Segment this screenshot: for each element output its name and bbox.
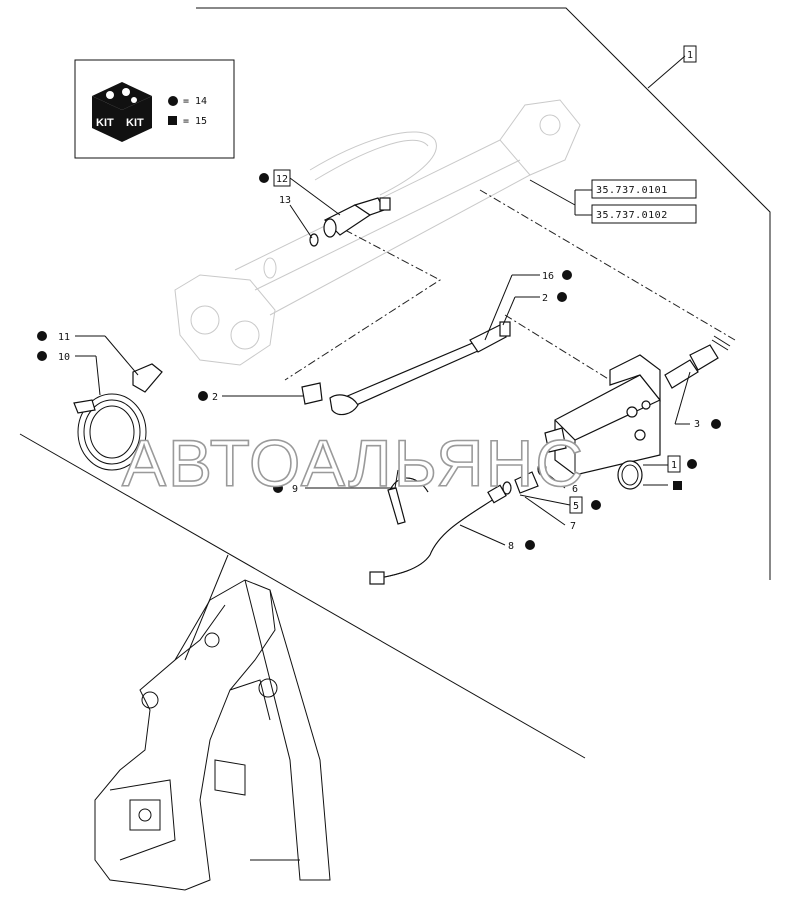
- leader-ref: [529, 179, 576, 206]
- leader-6: [544, 471, 566, 489]
- centerline-2: [284, 229, 441, 381]
- hose-9-end: [387, 487, 406, 525]
- label-9-text: 9: [292, 484, 298, 495]
- fitting-7: [514, 471, 539, 494]
- hose-8: [369, 484, 507, 585]
- ghost-cylinder: [174, 99, 581, 366]
- clamp-10: [73, 393, 147, 471]
- bullet-2b-icon: [198, 391, 208, 401]
- square-1-icon: [673, 481, 682, 490]
- washer-13: [309, 233, 319, 247]
- kit-legend-frame: [74, 59, 235, 159]
- backhoe-boom: [94, 579, 331, 891]
- frame-line: [196, 7, 771, 580]
- washer-6: [537, 462, 547, 476]
- ref-b-text: 35.737.0102: [596, 210, 668, 221]
- label-box-5: [569, 496, 583, 514]
- leader-10b: [95, 355, 101, 396]
- leader-7: [524, 496, 566, 526]
- bracket-11: [132, 363, 163, 393]
- label-top-text: 1: [687, 50, 693, 61]
- label-box-1: [667, 455, 681, 473]
- bullet-16-icon: [562, 270, 572, 280]
- label-1-text: 1: [671, 460, 677, 471]
- kit-icon-text-1: KIT: [96, 117, 114, 129]
- legend-square-text: = 15: [183, 116, 207, 127]
- ref-a-text: 35.737.0101: [596, 185, 668, 196]
- hose-9-inner: [389, 477, 429, 493]
- centerline-3: [504, 314, 611, 381]
- watermark-text: АВТОАЛЬЯНС: [122, 426, 585, 500]
- fitting-3: [664, 335, 731, 389]
- bullet-11-icon: [37, 331, 47, 341]
- label-5-text: 5: [573, 501, 579, 512]
- leader-13: [289, 204, 313, 239]
- leader-9b: [394, 469, 399, 489]
- legend-square-icon: [168, 116, 177, 125]
- leader-2a-b: [502, 296, 516, 326]
- bullet-1-icon: [687, 459, 697, 469]
- leader-top: [647, 55, 686, 89]
- leader-8: [459, 524, 506, 546]
- bullet-9-icon: [273, 483, 283, 493]
- leader-16b: [484, 274, 513, 341]
- bullet-10-icon: [37, 351, 47, 361]
- label-box-top: [683, 45, 697, 63]
- legend-dot-icon: [168, 96, 178, 106]
- kit-icon-text-2: KIT: [126, 117, 144, 129]
- leader-11b: [104, 335, 139, 376]
- hose-assembly: [301, 321, 511, 416]
- kit-box-icon: KIT KIT: [92, 82, 152, 142]
- leader-3: [674, 371, 691, 425]
- legend-dot-text: = 14: [183, 96, 207, 107]
- label-6-text: 6: [572, 484, 578, 495]
- label-10-text: 10: [58, 352, 70, 363]
- fitting-12: [323, 197, 391, 238]
- label-8-text: 8: [508, 541, 514, 552]
- bullet-5-icon: [591, 500, 601, 510]
- centerline-1: [479, 189, 736, 341]
- frame-diagonal: [19, 433, 586, 759]
- leader-5: [519, 494, 571, 506]
- label-12-text: 12: [276, 174, 288, 185]
- label-2b-text: 2: [212, 392, 218, 403]
- leader-boom: [184, 554, 229, 661]
- ref-box-b: [591, 204, 697, 224]
- valve-block: [544, 354, 661, 476]
- bullet-2a-icon: [557, 292, 567, 302]
- oring-1-inner: [621, 464, 639, 486]
- ref-box-a: [591, 179, 697, 199]
- label-3-text: 3: [694, 419, 700, 430]
- label-13-text: 13: [279, 195, 291, 206]
- bullet-12-icon: [259, 173, 269, 183]
- label-11-text: 11: [58, 332, 70, 343]
- kit-legend: KIT KIT = 14 = 15: [74, 59, 235, 159]
- bullet-3-icon: [711, 419, 721, 429]
- leader-12: [289, 177, 341, 216]
- label-16-text: 16: [542, 271, 554, 282]
- bullet-8-icon: [525, 540, 535, 550]
- label-7-text: 7: [570, 521, 576, 532]
- label-2a-text: 2: [542, 293, 548, 304]
- washer-5: [502, 481, 512, 495]
